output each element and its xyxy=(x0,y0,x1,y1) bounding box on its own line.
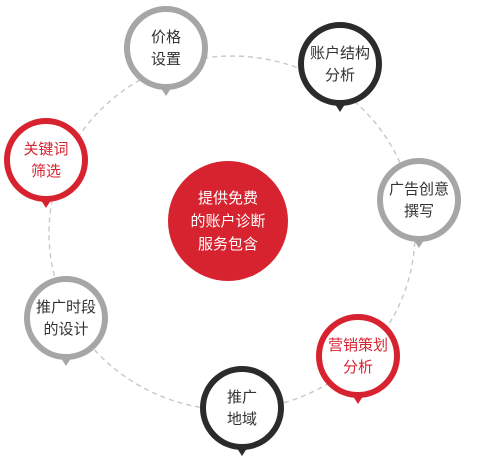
node-keyword: 关键词 筛选 xyxy=(4,118,88,214)
node-region: 推广 地域 xyxy=(200,366,284,462)
node-price-label: 价格 设置 xyxy=(150,28,181,68)
node-price: 价格 设置 xyxy=(124,6,208,102)
node-ad-bubble: 广告创意 撰写 xyxy=(377,158,461,242)
node-marketing: 营销策划 分析 xyxy=(316,314,400,410)
node-region-label: 推广 地域 xyxy=(226,388,257,428)
node-account-label: 账户结构 分析 xyxy=(309,44,370,84)
node-ad: 广告创意 撰写 xyxy=(377,158,461,254)
node-region-bubble: 推广 地域 xyxy=(200,366,284,450)
node-account-bubble: 账户结构 分析 xyxy=(298,22,382,106)
node-marketing-label: 营销策划 分析 xyxy=(327,336,388,376)
node-marketing-bubble: 营销策划 分析 xyxy=(316,314,400,398)
node-promo-time-label: 推广时段 的设计 xyxy=(35,298,96,338)
node-ad-label: 广告创意 撰写 xyxy=(388,180,449,220)
center-text: 提供免费 的账户诊断 服务包含 xyxy=(190,188,266,253)
node-account: 账户结构 分析 xyxy=(298,22,382,118)
node-keyword-bubble: 关键词 筛选 xyxy=(4,118,88,202)
center-circle: 提供免费 的账户诊断 服务包含 xyxy=(168,161,288,281)
node-promo-time-bubble: 推广时段 的设计 xyxy=(24,276,108,360)
node-keyword-label: 关键词 筛选 xyxy=(23,140,69,180)
node-price-bubble: 价格 设置 xyxy=(124,6,208,90)
node-promo-time: 推广时段 的设计 xyxy=(24,276,108,372)
